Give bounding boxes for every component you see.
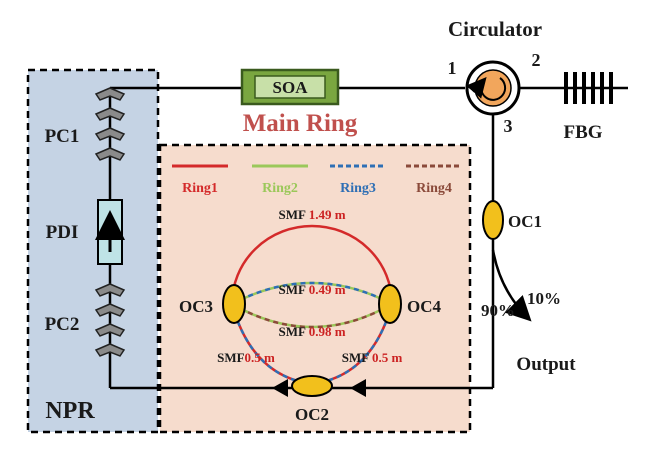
pct-10-label: 10% <box>527 289 561 308</box>
pc2-label: PC2 <box>45 314 80 335</box>
pc1-label: PC1 <box>45 126 80 147</box>
smf-mid-label: SMF 0.49 m <box>278 282 345 297</box>
main-ring-title: Main Ring <box>243 110 358 137</box>
soa-amplifier: SOA <box>240 68 340 106</box>
pc2-controller <box>94 283 126 357</box>
pct-90-label: 90% <box>481 301 515 320</box>
npr-label: NPR <box>45 398 95 424</box>
smf-left-label: SMF0.5 m <box>217 350 275 365</box>
circulator-label: Circulator <box>448 17 542 41</box>
oc3-label: OC3 <box>179 297 213 316</box>
legend-label-ring2: Ring2 <box>262 181 298 196</box>
output-branch <box>491 249 532 322</box>
oc4-label: OC4 <box>407 297 442 316</box>
direction-arrow-left <box>272 379 288 397</box>
oc2-coupler <box>291 375 333 397</box>
port-3-label: 3 <box>504 116 513 136</box>
pdi-label: PDI <box>46 222 79 243</box>
oc3-coupler <box>222 284 246 324</box>
output-label: Output <box>516 354 576 375</box>
pc1-controller <box>94 87 126 161</box>
direction-arrow-right <box>350 379 366 397</box>
ring-legend: Ring1 Ring2 Ring3 Ring4 <box>172 164 462 196</box>
fbg-label: FBG <box>563 122 602 143</box>
oc1-coupler <box>482 200 504 240</box>
smf-low-label: SMF 0.98 m <box>278 324 345 339</box>
oc4-coupler <box>378 284 402 324</box>
oc1-label: OC1 <box>508 212 542 231</box>
npr-region <box>26 68 160 434</box>
pdi-isolator <box>95 199 125 265</box>
fbg-grating <box>564 72 613 104</box>
port-2-label: 2 <box>532 50 541 70</box>
legend-label-ring4: Ring4 <box>416 181 452 196</box>
smf-right-label: SMF 0.5 m <box>342 350 403 365</box>
smf-top-label: SMF 1.49 m <box>278 207 345 222</box>
legend-label-ring1: Ring1 <box>182 181 218 196</box>
circulator <box>465 60 521 116</box>
port-1-label: 1 <box>448 58 457 78</box>
soa-label: SOA <box>273 78 309 97</box>
oc2-label: OC2 <box>295 405 329 424</box>
legend-label-ring3: Ring3 <box>340 181 376 196</box>
